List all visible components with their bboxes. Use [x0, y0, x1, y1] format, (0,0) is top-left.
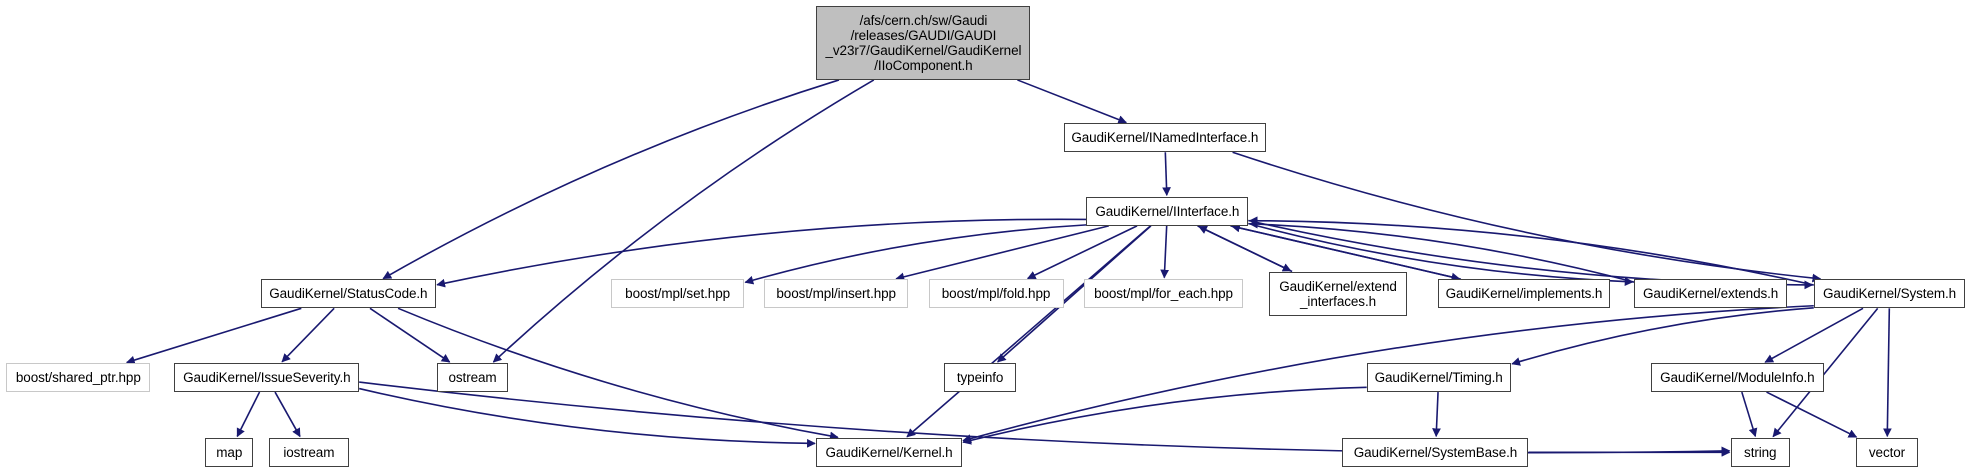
graph-edge-moduleinfo-to-string — [1741, 391, 1758, 438]
graph-node-timing[interactable]: GaudiKernel/Timing.h — [1366, 362, 1511, 393]
graph-node-label: GaudiKernel/Timing.h — [1374, 369, 1503, 385]
graph-node-label: boost/mpl/insert.hpp — [776, 286, 896, 302]
graph-node-label: ostream — [448, 369, 497, 385]
graph-edge-system-to-timing — [1511, 307, 1814, 366]
graph-node-iinterface[interactable]: GaudiKernel/IInterface.h — [1086, 196, 1249, 226]
graph-node-label: boost/shared_ptr.hpp — [15, 369, 141, 385]
graph-node-ostream[interactable]: ostream — [436, 362, 509, 393]
graph-node-map[interactable]: map — [205, 437, 254, 467]
graph-node-label: iostream — [283, 444, 335, 460]
graph-node-extends[interactable]: GaudiKernel/extends.h — [1634, 279, 1788, 309]
graph-edge-iinterface-to-mplinsert — [895, 225, 1109, 282]
graph-node-label: typeinfo — [956, 369, 1004, 385]
graph-node-mplfold[interactable]: boost/mpl/fold.hpp — [928, 279, 1064, 309]
graph-node-kernel[interactable]: GaudiKernel/Kernel.h — [816, 437, 962, 467]
graph-node-label: GaudiKernel/extend _interfaces.h — [1279, 278, 1397, 309]
graph-edge-statuscode-to-issueseverity — [281, 307, 335, 363]
graph-edge-iinterface-to-mplfold — [1026, 225, 1138, 280]
graph-edge-system-to-vector — [1882, 308, 1892, 438]
graph-edge-iinterface-to-statuscode — [436, 218, 1087, 288]
graph-node-label: boost/mpl/for_each.hpp — [1094, 286, 1233, 302]
graph-node-issueseverity[interactable]: GaudiKernel/IssueSeverity.h — [174, 362, 360, 393]
graph-node-iiocomponent[interactable]: /afs/cern.ch/sw/Gaudi /releases/GAUDI/GA… — [816, 6, 1031, 80]
graph-node-label: GaudiKernel/extends.h — [1642, 286, 1779, 302]
graph-edge-iinterface-to-kernel — [906, 225, 1152, 438]
graph-edge-iiocomponent-to-statuscode — [382, 79, 840, 280]
graph-edge-iiocomponent-to-inamedinterface — [1017, 79, 1127, 124]
graph-node-label: GaudiKernel/Kernel.h — [825, 444, 953, 460]
graph-edge-issueseverity-to-iostream — [274, 391, 301, 438]
graph-node-label: vector — [1868, 444, 1906, 460]
graph-node-label: boost/mpl/fold.hpp — [941, 286, 1051, 302]
graph-node-label: GaudiKernel/StatusCode.h — [269, 286, 428, 302]
graph-node-sharedptr[interactable]: boost/shared_ptr.hpp — [6, 362, 151, 393]
graph-edge-iinterface-to-mplforeach — [1160, 225, 1170, 279]
graph-node-label: boost/mpl/set.hpp — [625, 286, 731, 302]
graph-edge-statuscode-to-sharedptr — [125, 307, 302, 365]
graph-node-implements[interactable]: GaudiKernel/implements.h — [1438, 279, 1610, 309]
graph-edge-system-to-moduleinfo — [1764, 307, 1864, 363]
graph-node-label: GaudiKernel/ModuleInfo.h — [1660, 369, 1815, 385]
graph-node-label: /afs/cern.ch/sw/Gaudi /releases/GAUDI/GA… — [825, 13, 1022, 74]
graph-edge-extendinterfaces-to-iinterface — [1198, 225, 1293, 273]
graph-node-system[interactable]: GaudiKernel/System.h — [1813, 279, 1966, 309]
graph-node-label: GaudiKernel/SystemBase.h — [1353, 444, 1518, 460]
graph-node-label: GaudiKernel/IssueSeverity.h — [183, 369, 351, 385]
graph-node-mplinsert[interactable]: boost/mpl/insert.hpp — [764, 279, 909, 309]
graph-edge-inamedinterface-to-iinterface — [1162, 152, 1171, 197]
graph-node-vector[interactable]: vector — [1855, 437, 1919, 467]
graph-node-extendinterfaces[interactable]: GaudiKernel/extend _interfaces.h — [1268, 271, 1408, 316]
graph-node-label: GaudiKernel/implements.h — [1445, 286, 1603, 302]
graph-node-typeinfo[interactable]: typeinfo — [943, 362, 1017, 393]
graph-node-string[interactable]: string — [1730, 437, 1790, 467]
graph-node-label: GaudiKernel/INamedInterface.h — [1071, 130, 1259, 146]
graph-edge-statuscode-to-ostream — [369, 307, 451, 363]
graph-node-statuscode[interactable]: GaudiKernel/StatusCode.h — [261, 279, 436, 309]
graph-edge-iiocomponent-to-ostream — [492, 79, 875, 363]
graph-edge-iinterface-to-extendinterfaces — [1197, 225, 1292, 272]
graph-node-mplforeach[interactable]: boost/mpl/for_each.hpp — [1083, 279, 1244, 309]
graph-edge-timing-to-kernel — [962, 386, 1367, 445]
graph-edge-timing-to-systembase — [1432, 392, 1441, 438]
graph-edge-moduleinfo-to-vector — [1766, 391, 1858, 438]
graph-node-label: GaudiKernel/System.h — [1823, 286, 1957, 302]
graph-node-label: GaudiKernel/IInterface.h — [1095, 203, 1240, 219]
graph-edge-inamedinterface-to-system — [1232, 151, 1822, 283]
graph-edge-iinterface-to-mplset — [744, 224, 1087, 285]
graph-node-iostream[interactable]: iostream — [268, 437, 349, 467]
graph-edge-issueseverity-to-kernel — [359, 387, 816, 448]
graph-node-label: string — [1744, 444, 1777, 460]
graph-node-systembase[interactable]: GaudiKernel/SystemBase.h — [1342, 437, 1529, 467]
graph-node-mplset[interactable]: boost/mpl/set.hpp — [611, 279, 744, 309]
graph-edge-issueseverity-to-map — [236, 391, 261, 438]
graph-node-inamedinterface[interactable]: GaudiKernel/INamedInterface.h — [1063, 123, 1267, 153]
graph-node-label: map — [216, 444, 243, 460]
graph-node-moduleinfo[interactable]: GaudiKernel/ModuleInfo.h — [1650, 362, 1824, 393]
